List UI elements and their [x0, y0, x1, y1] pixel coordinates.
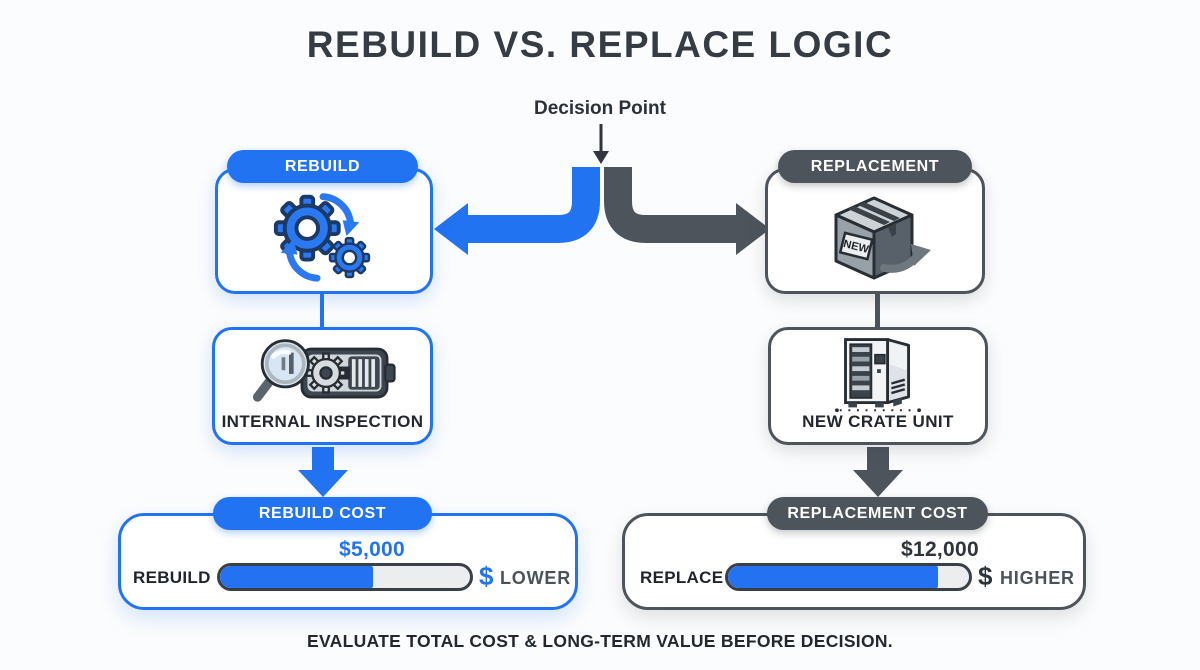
rebuild-cost-header: REBUILD COST — [213, 497, 432, 530]
replacement-node-header: REPLACEMENT — [778, 150, 972, 183]
rebuild-cost-bar-fill — [220, 566, 373, 588]
replacement-node-label: REPLACEMENT — [810, 157, 940, 175]
rebuild-bar-label: REBUILD — [133, 568, 211, 587]
replacement-flow-arrow-icon — [853, 447, 903, 497]
rebuild-branch-arrow-icon — [434, 167, 600, 255]
internal-inspection-label: INTERNAL INSPECTION — [221, 412, 424, 431]
rebuild-node-header: REBUILD — [227, 150, 418, 183]
new-crate-unit-label: NEW CRATE UNIT — [802, 412, 954, 431]
replacement-connector-line — [875, 294, 880, 328]
replacement-branch-arrow-icon — [604, 167, 770, 255]
rebuild-cost-bar — [217, 563, 473, 591]
rebuild-dollar-symbol: $ — [479, 561, 494, 591]
decision-down-arrow-icon — [593, 124, 609, 164]
page-title: REBUILD VS. REPLACE LOGIC — [306, 24, 894, 65]
replacement-cost-bar-fill — [728, 566, 938, 588]
rebuild-node-label: REBUILD — [284, 157, 361, 175]
rebuild-cost-amount: $5,000 — [338, 538, 406, 561]
server-unit-icon — [830, 330, 926, 421]
replacement-bar-label: REPLACE — [640, 568, 724, 587]
new-box-icon: NEW — [826, 192, 938, 291]
rebuild-flow-arrow-icon — [298, 447, 348, 497]
footer-note: EVALUATE TOTAL COST & LONG-TERM VALUE BE… — [307, 631, 893, 651]
magnifier-engine-icon — [252, 336, 400, 415]
replacement-cost-bar — [725, 563, 972, 591]
rebuild-cost-title: REBUILD COST — [258, 504, 387, 522]
replacement-cost-title: REPLACEMENT COST — [787, 504, 968, 522]
rebuild-qualifier: LOWER — [500, 568, 571, 588]
decision-point-label: Decision Point — [534, 98, 666, 119]
replacement-cost-amount: $12,000 — [900, 538, 979, 561]
gears-cycle-icon — [268, 186, 376, 291]
rebuild-connector-line — [320, 294, 324, 328]
replacement-cost-header: REPLACEMENT COST — [767, 497, 988, 530]
replacement-qualifier: HIGHER — [1000, 568, 1075, 588]
replacement-dollar-symbol: $ — [978, 561, 993, 591]
